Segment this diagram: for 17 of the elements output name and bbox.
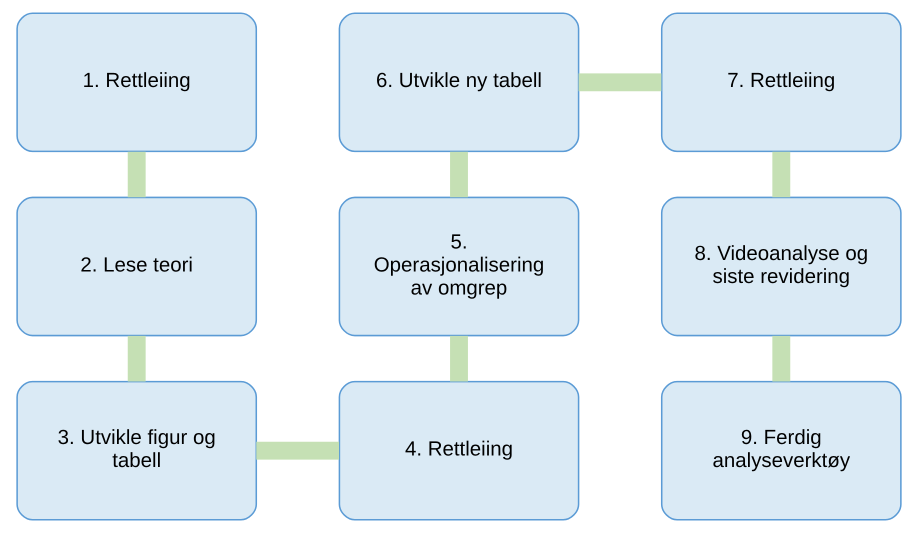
connector	[450, 336, 468, 382]
node-box: 6. Utvikle ny tabell	[338, 12, 579, 152]
connector	[578, 73, 661, 92]
node-box: 9. Ferdig analyseverktøy	[660, 380, 902, 520]
node-box: 3. Utvikle figur og tabell	[16, 380, 257, 520]
connector	[772, 336, 790, 382]
connector	[256, 442, 339, 460]
node-box: 5. Operasjonalisering av omgrep	[338, 196, 579, 336]
node-box: 2. Lese teori	[16, 196, 257, 336]
node-box: 4. Rettleiing	[338, 380, 579, 520]
node-box: 1. Rettleiing	[16, 12, 257, 152]
node-box: 8. Videoanalyse og siste revidering	[660, 196, 902, 336]
connector	[127, 336, 146, 382]
connector	[772, 152, 790, 198]
connector	[450, 152, 468, 198]
connector	[127, 152, 146, 198]
node-box: 7. Rettleiing	[660, 12, 902, 152]
